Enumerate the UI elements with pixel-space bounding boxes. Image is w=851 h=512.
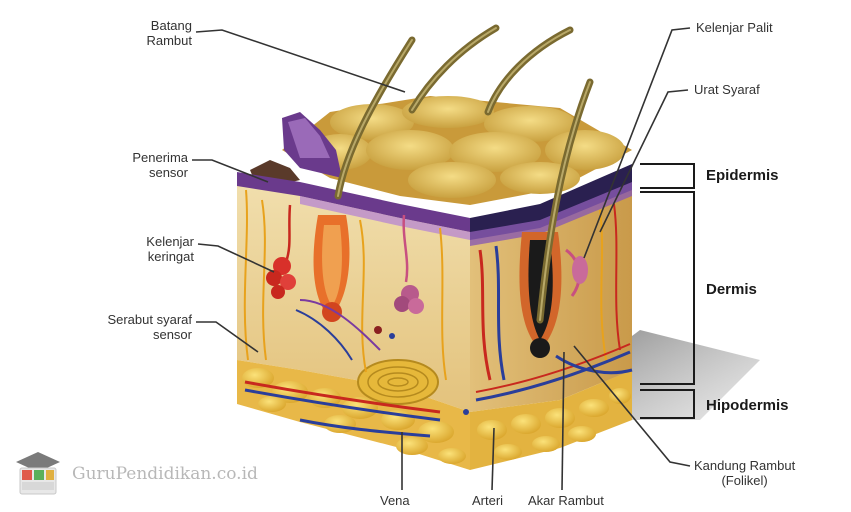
label-kelenjar-palit: Kelenjar Palit <box>696 20 773 35</box>
label-serabut-syaraf-sensor: Serabut syaraf sensor <box>62 312 192 342</box>
leader-batang-rambut <box>196 30 405 92</box>
label-batang-rambut: Batang Rambut <box>104 18 192 48</box>
label-akar-rambut: Akar Rambut <box>528 493 604 508</box>
label-urat-syaraf: Urat Syaraf <box>694 82 760 97</box>
label-kelenjar-keringat: Kelenjar keringat <box>100 234 194 264</box>
side-face <box>470 164 632 470</box>
label-penerima-sensor: Penerima sensor <box>92 150 188 180</box>
label-vena: Vena <box>380 493 410 508</box>
label-kandung-rambut: Kandung Rambut (Folikel) <box>694 458 795 488</box>
label-arteri: Arteri <box>472 493 503 508</box>
pacinian-corpuscle <box>358 360 438 404</box>
layer-label-hipodermis: Hipodermis <box>706 398 789 413</box>
layer-label-epidermis: Epidermis <box>706 168 779 183</box>
bracket-epidermis <box>640 164 694 188</box>
hair-3 <box>488 30 570 112</box>
watermark: GuruPendidikan.co.id <box>18 452 258 496</box>
front-face <box>237 172 470 470</box>
layer-label-dermis: Dermis <box>706 282 757 297</box>
watermark-text: GuruPendidikan.co.id <box>72 464 258 484</box>
